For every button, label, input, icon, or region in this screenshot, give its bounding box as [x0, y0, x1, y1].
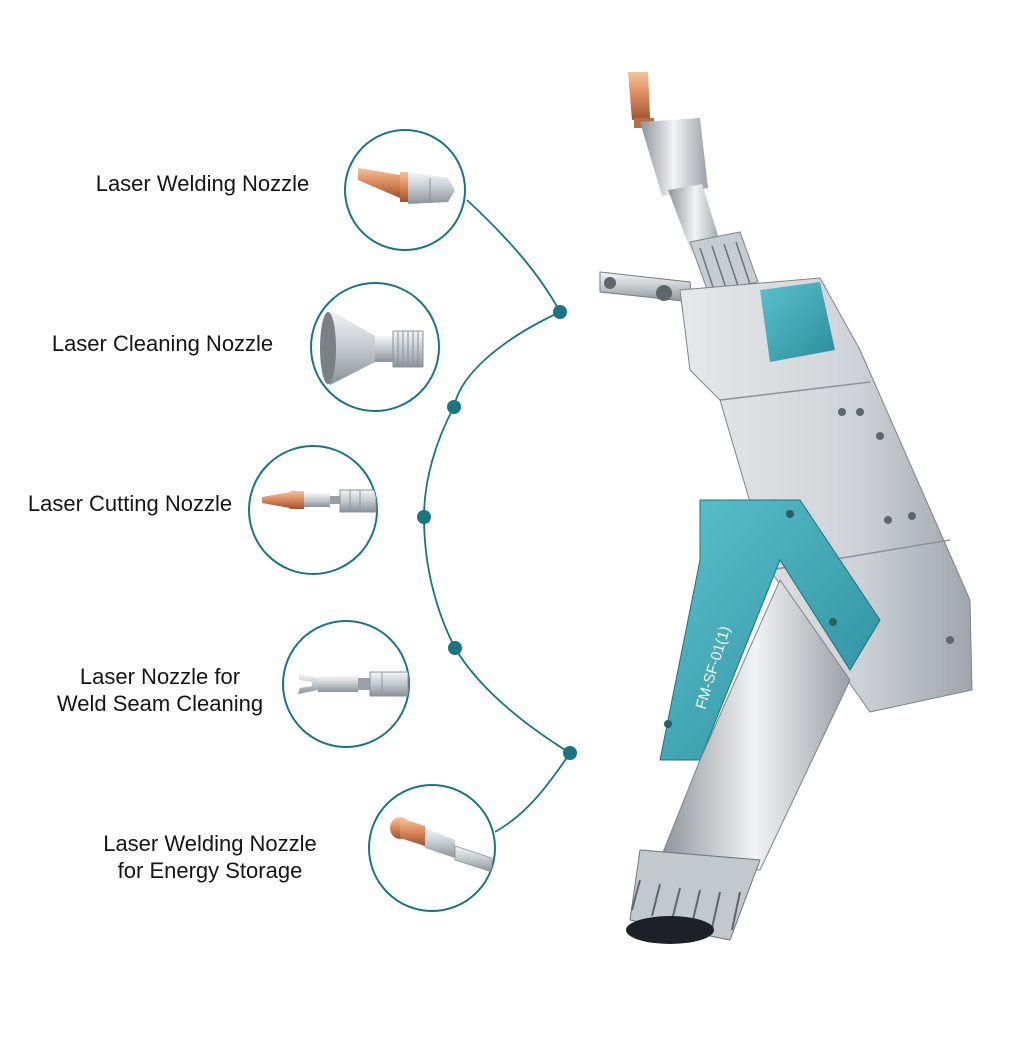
connector-dot — [563, 746, 577, 760]
nozzle-label-cutting: Laser Cutting Nozzle — [27, 491, 233, 516]
nozzle-label-welding: Laser Welding Nozzle — [95, 171, 310, 196]
connector-dot — [553, 305, 567, 319]
copper-tip-welding-nozzle-icon — [344, 129, 466, 251]
cone-cleaning-nozzle-icon — [310, 282, 440, 412]
connector-dot — [448, 641, 462, 655]
nozzle-label-energy-storage: Laser Welding Nozzle for Energy Storage — [103, 831, 317, 883]
long-copper-cutting-nozzle-icon — [248, 445, 378, 575]
nozzle-label-cleaning: Laser Cleaning Nozzle — [51, 331, 274, 356]
nozzle-label-weld-seam-cleaning: Laser Nozzle for Weld Seam Cleaning — [56, 664, 264, 716]
connector-dot — [447, 400, 461, 414]
connector-dot — [417, 510, 431, 524]
forked-seam-cleaning-nozzle-icon — [282, 620, 410, 748]
handheld-laser-welding-head-illustration: FM-SF-01(1) — [599, 72, 973, 944]
connector-arc — [423, 199, 572, 833]
copper-cap-energy-storage-nozzle-icon — [368, 784, 496, 912]
